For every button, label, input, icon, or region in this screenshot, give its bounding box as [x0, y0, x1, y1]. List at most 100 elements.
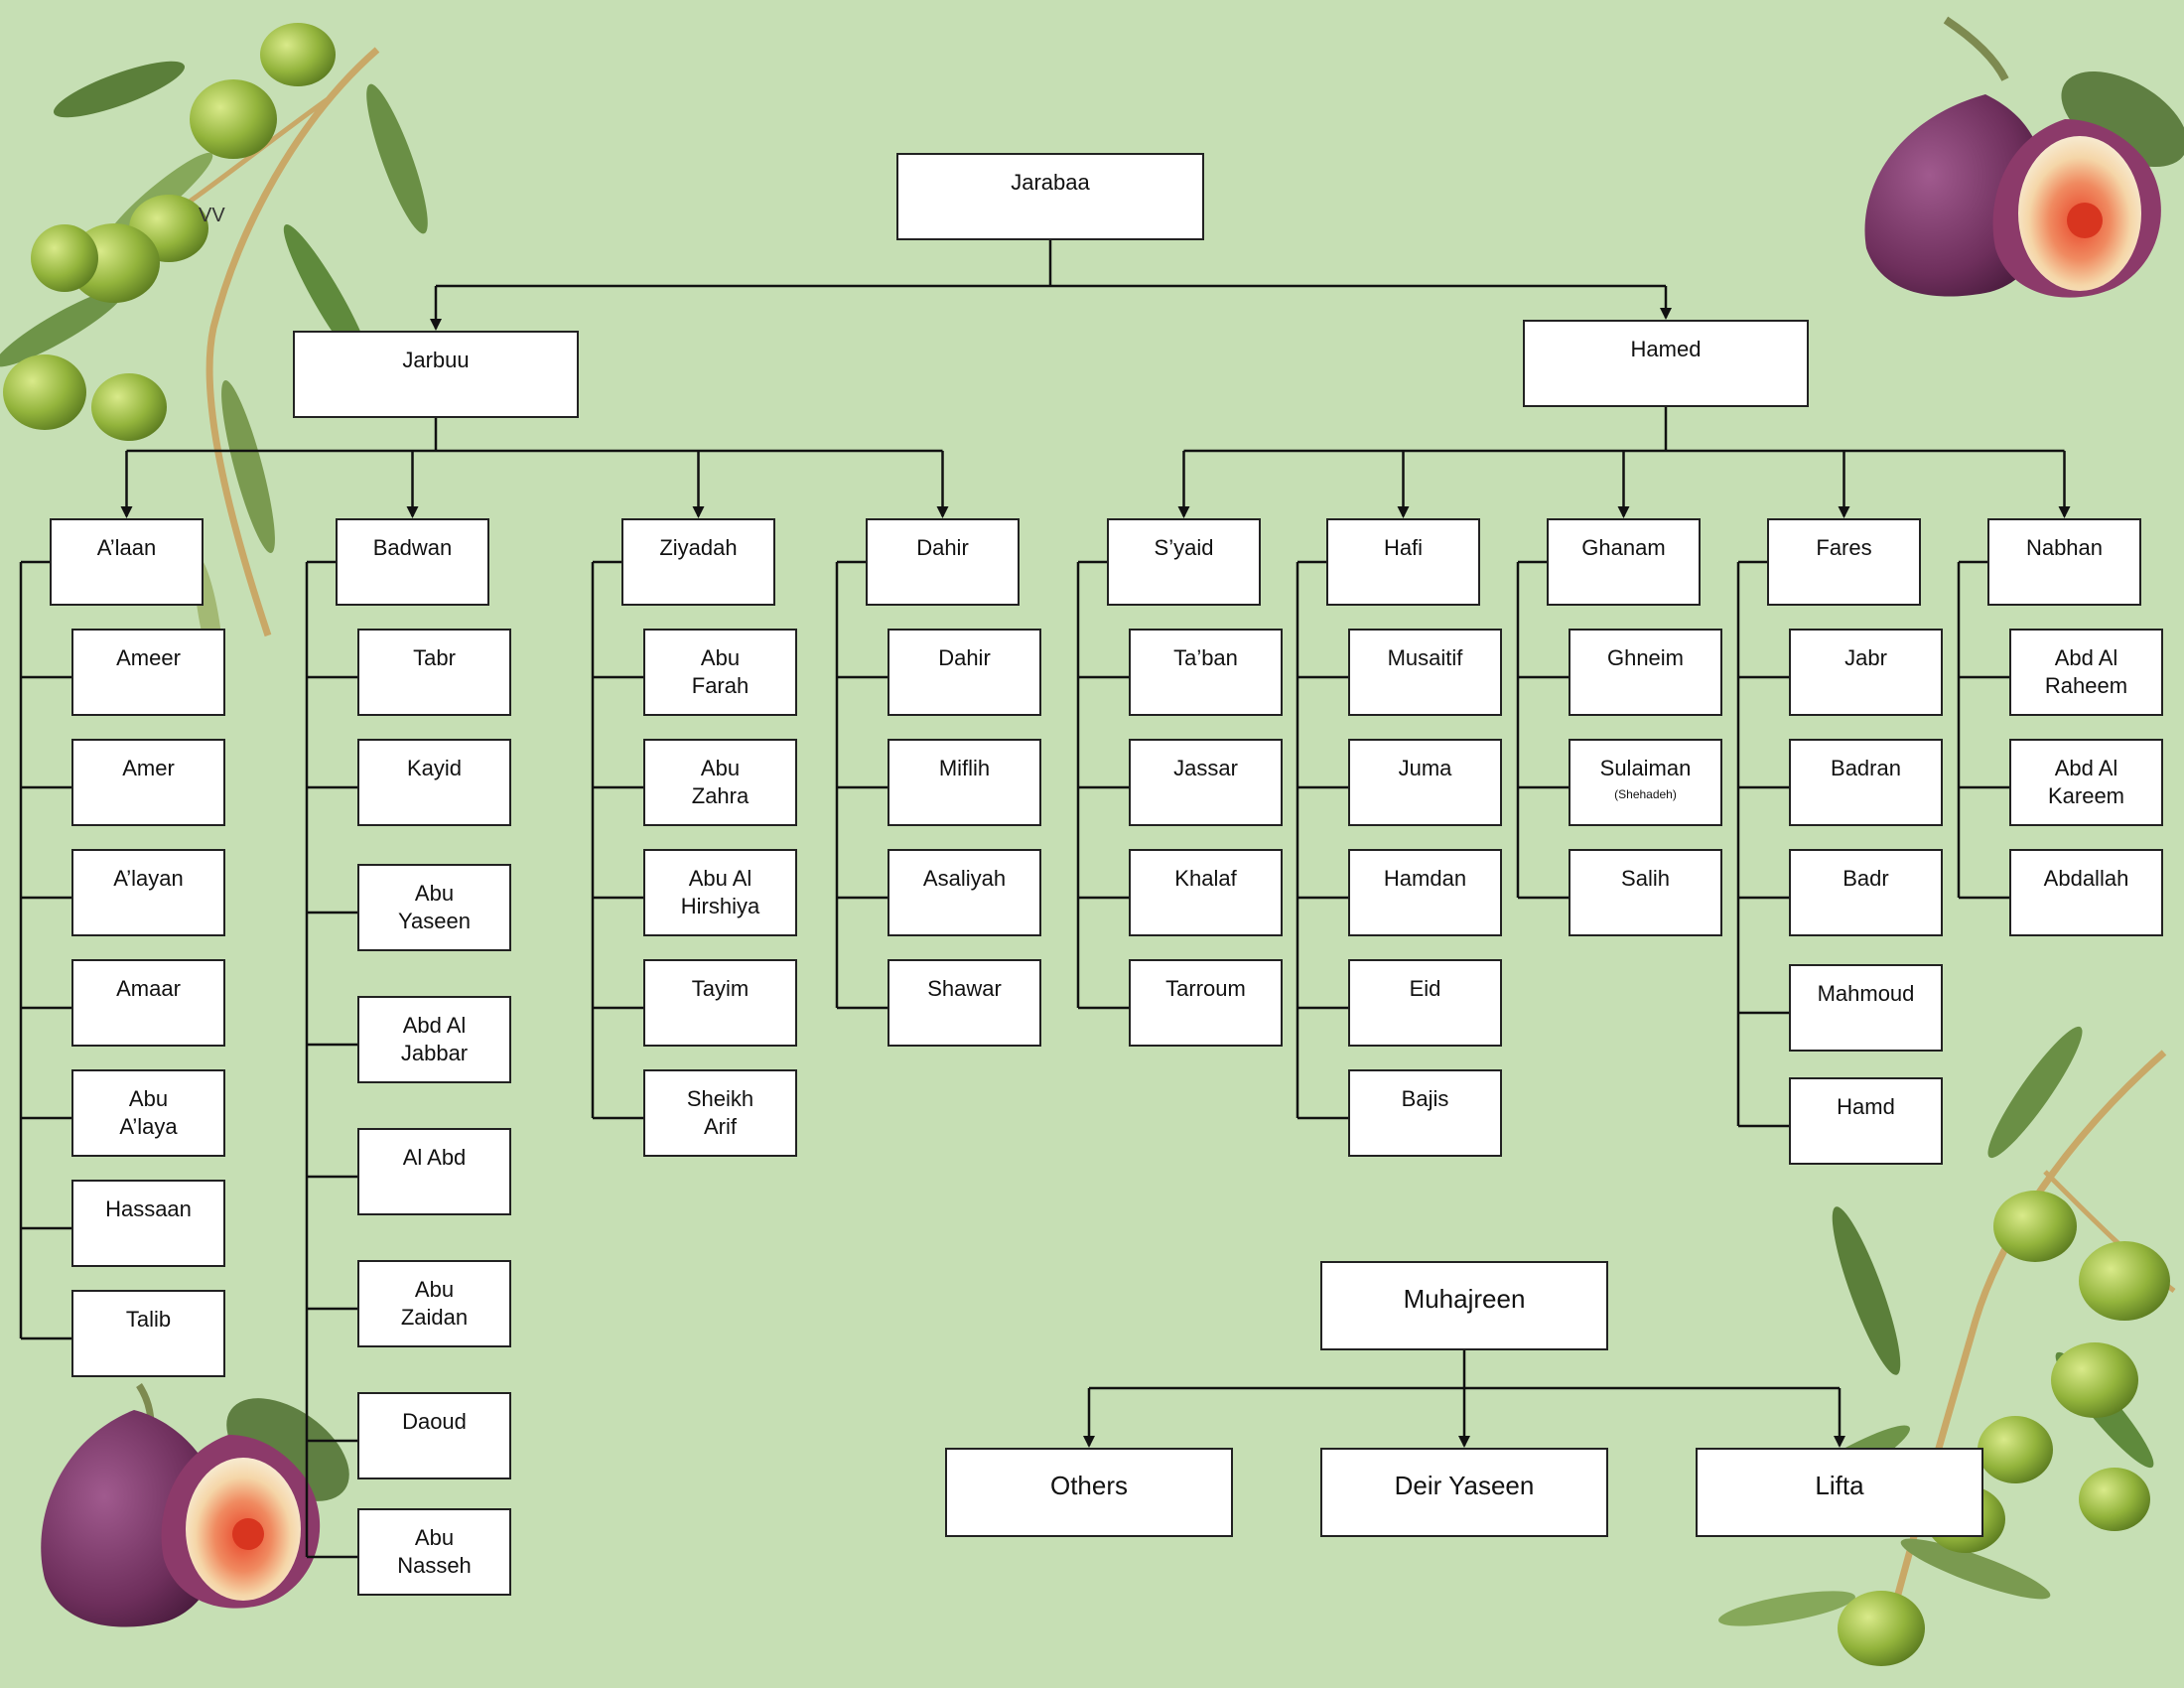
family-node-talib: Talib	[71, 1290, 225, 1377]
family-node-abd-al-raheem-label: Abd Al	[2054, 645, 2118, 670]
family-node-abu-zahra-label: Zahra	[691, 783, 750, 808]
clan-node-dahir: Dahir	[866, 518, 1020, 606]
family-node-eid-label: Eid	[1409, 976, 1441, 1001]
branch-node-jarbuu-label: Jarbuu	[402, 348, 470, 372]
family-node-mahmoud: Mahmoud	[1789, 964, 1943, 1052]
family-node-ghneim: Ghneim	[1569, 629, 1722, 716]
family-node-bajis: Bajis	[1348, 1069, 1502, 1157]
family-node-badran-label: Badran	[1831, 756, 1901, 780]
family-node-asaliyah: Asaliyah	[887, 849, 1041, 936]
muhajreen-child-lifta-label: Lifta	[1815, 1471, 1864, 1500]
family-node-abu-yaseen-label: Yaseen	[398, 909, 471, 933]
clan-node-hafi: Hafi	[1326, 518, 1480, 606]
family-node-ameer: Ameer	[71, 629, 225, 716]
family-node-jabr: Jabr	[1789, 629, 1943, 716]
clan-node-fares-label: Fares	[1816, 535, 1872, 560]
family-node-talib-label: Talib	[125, 1307, 172, 1332]
family-node-abd-al-kareem-label: Abd Al	[2054, 756, 2118, 780]
family-node-kayid-label: Kayid	[406, 756, 463, 780]
root-node-jarabaa-label: Jarabaa	[1011, 170, 1090, 195]
clan-node-ziyadah: Ziyadah	[621, 518, 775, 606]
family-node-abu-al-hirshiya-label: Abu Al	[688, 866, 752, 891]
family-node-sheikh-arif-label: Arif	[704, 1114, 737, 1139]
family-node-khalaf-label: Khalaf	[1174, 866, 1237, 891]
family-node-jassar: Jassar	[1129, 739, 1283, 826]
family-node-asaliyah-label: Asaliyah	[922, 866, 1007, 891]
family-node-abu-zaidan-label: Abu	[414, 1277, 455, 1302]
family-node-amer-label: Amer	[122, 756, 175, 780]
family-node-abu-nasseh-label: Nasseh	[397, 1553, 472, 1578]
family-node-bajis-label: Bajis	[1401, 1086, 1449, 1111]
branch-node-jarbuu: Jarbuu	[293, 331, 579, 418]
family-node-abd-al-kareem-label: Kareem	[2047, 783, 2125, 808]
family-node-badr: Badr	[1789, 849, 1943, 936]
family-node-abu-zaidan-label: Zaidan	[400, 1305, 469, 1330]
family-node-abd-al-jabbar: Abd Al Jabbar	[357, 996, 511, 1083]
olive-branch-bottom-right-icon	[1718, 1026, 2176, 1666]
family-node-daoud: Daoud	[357, 1392, 511, 1479]
family-node-shawar-label: Shawar	[927, 976, 1002, 1001]
family-node-hassaan: Hassaan	[71, 1180, 225, 1267]
family-node-amaar: Amaar	[71, 959, 225, 1047]
family-node-eid: Eid	[1348, 959, 1502, 1047]
family-node-abu-alaya-label: A’laya	[119, 1114, 178, 1139]
family-node-kayid: Kayid	[357, 739, 511, 826]
family-node-tarroum-label: Tarroum	[1165, 976, 1246, 1001]
clan-node-ghanam: Ghanam	[1547, 518, 1701, 606]
clan-node-dahir-label: Dahir	[916, 535, 969, 560]
fig-top-right-icon	[1864, 16, 2184, 298]
family-node-abd-al-kareem: Abd Al Kareem	[2009, 739, 2163, 826]
branch-node-hamed: Hamed	[1523, 320, 1809, 407]
family-node-hamdan-label: Hamdan	[1383, 866, 1467, 891]
family-node-juma-label: Juma	[1398, 756, 1452, 780]
family-node-abu-al-hirshiya-label: Hirshiya	[680, 894, 760, 918]
clan-node-syaid-label: S’yaid	[1154, 535, 1214, 560]
family-node-tabr-label: Tabr	[413, 645, 456, 670]
family-node-badran: Badran	[1789, 739, 1943, 826]
family-node-salih: Salih	[1569, 849, 1722, 936]
clan-node-nabhan: Nabhan	[1987, 518, 2141, 606]
family-node-ameer-label: Ameer	[116, 645, 181, 670]
muhajreen-child-lifta: Lifta	[1696, 1448, 1983, 1537]
family-node-abdallah-label: Abdallah	[2043, 866, 2129, 891]
family-node-sulaiman-label: Sulaiman	[1599, 756, 1692, 780]
family-node-abu-yaseen-label: Abu	[414, 881, 455, 906]
family-node-musaitif: Musaitif	[1348, 629, 1502, 716]
family-node-miflih: Miflih	[887, 739, 1041, 826]
family-node-abd-al-jabbar-label: Jabbar	[400, 1041, 469, 1065]
family-node-jassar-label: Jassar	[1173, 756, 1238, 780]
family-node-abu-al-hirshiya: Abu Al Hirshiya	[643, 849, 797, 936]
clan-node-ghanam-label: Ghanam	[1581, 535, 1666, 560]
muhajreen-child-others-label: Others	[1049, 1471, 1129, 1500]
family-node-hamdan: Hamdan	[1348, 849, 1502, 936]
muhajreen-node: Muhajreen	[1320, 1261, 1608, 1350]
family-node-al-abd: Al Abd	[357, 1128, 511, 1215]
family-node-dahir-label: Dahir	[938, 645, 991, 670]
clan-node-alaan-label: A’laan	[96, 535, 157, 560]
family-node-khalaf: Khalaf	[1129, 849, 1283, 936]
family-node-abd-al-jabbar-label: Abd Al	[402, 1013, 467, 1038]
clan-node-badwan-label: Badwan	[372, 535, 453, 560]
family-node-tayim-label: Tayim	[691, 976, 750, 1001]
family-node-abdallah: Abdallah	[2009, 849, 2163, 936]
clan-node-fares: Fares	[1767, 518, 1921, 606]
clan-node-nabhan-label: Nabhan	[2025, 535, 2104, 560]
family-node-tabr: Tabr	[357, 629, 511, 716]
olive-branch-top-left-icon	[0, 23, 428, 675]
branch-node-hamed-label: Hamed	[1630, 337, 1702, 361]
family-node-mahmoud-label: Mahmoud	[1817, 981, 1915, 1006]
family-node-tayim: Tayim	[643, 959, 797, 1047]
family-node-sulaiman: Sulaiman(Shehadeh)	[1569, 739, 1722, 826]
family-node-jabr-label: Jabr	[1844, 645, 1887, 670]
muhajreen-node-label: Muhajreen	[1403, 1284, 1526, 1314]
family-node-abu-alaya-label: Abu	[128, 1086, 169, 1111]
family-node-taban-label: Ta’ban	[1173, 645, 1238, 670]
family-node-abu-farah-label: Abu	[700, 645, 741, 670]
family-node-musaitif-label: Musaitif	[1387, 645, 1463, 670]
